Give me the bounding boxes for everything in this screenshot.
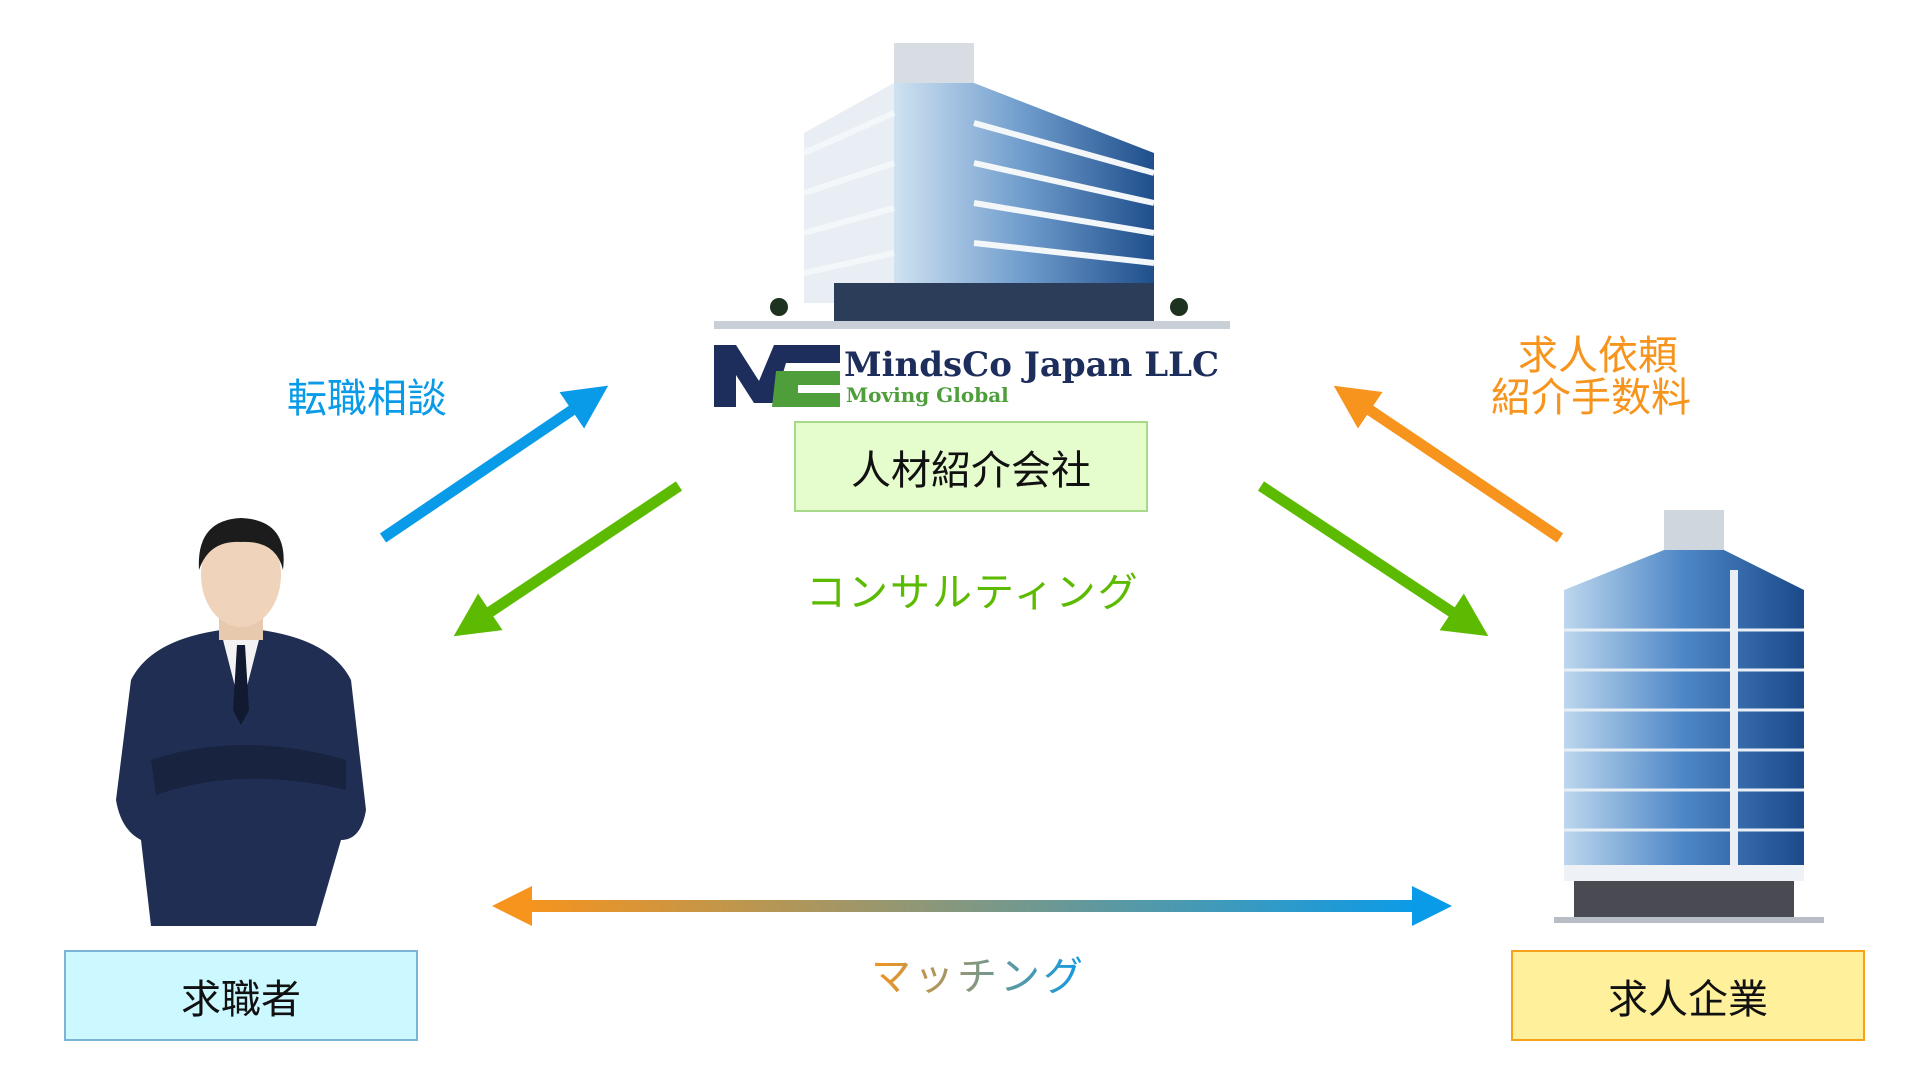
company-building-illustration — [1554, 510, 1824, 923]
matching-label: マッチング — [871, 954, 1086, 1000]
matching-arrow-left-head — [492, 886, 532, 926]
referral-fee-line: 紹介手数料 — [1491, 375, 1691, 421]
consulting-arrow-right — [1257, 481, 1489, 637]
agency-building-illustration — [714, 43, 1230, 329]
agency-box: 人材紹介会社 — [794, 421, 1148, 512]
matching-arrow-right-head — [1412, 886, 1452, 926]
mc-logo-mark — [714, 345, 840, 407]
job-seeker-box: 求職者 — [64, 950, 418, 1041]
job-request-line: 求人依頼 — [1518, 333, 1678, 379]
job-request-label: 求人依頼 紹介手数料 — [1491, 333, 1691, 419]
career-consultation-label: 転職相談 — [287, 376, 447, 422]
logo-company-name: MindsCo Japan LLC — [844, 345, 1220, 385]
job-request-arrow — [1333, 385, 1564, 543]
logo-tagline: Moving Global — [846, 383, 1009, 407]
agency-label: 人材紹介会社 — [851, 447, 1091, 494]
job-seeker-illustration — [116, 518, 366, 926]
job-seeker-label: 求職者 — [181, 976, 301, 1023]
consultation-arrow — [379, 385, 609, 543]
matching-arrow-shaft — [525, 900, 1420, 912]
consulting-label: コンサルティング — [806, 570, 1140, 616]
company-box: 求人企業 — [1511, 950, 1865, 1041]
agency-logo: MindsCo Japan LLC Moving Global — [714, 345, 1234, 407]
company-label: 求人企業 — [1608, 976, 1768, 1023]
consulting-arrow-left — [453, 481, 683, 637]
